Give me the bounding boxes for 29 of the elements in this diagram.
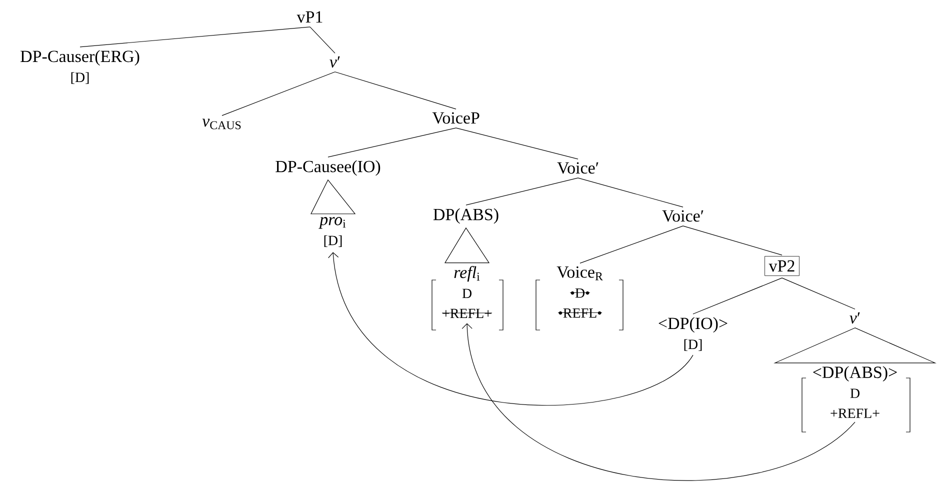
tree-branch [466, 178, 578, 206]
tree-branch [578, 178, 684, 208]
tree-branch [310, 26, 336, 54]
tree-label: Voice′ [557, 162, 598, 174]
movement-arrow [462, 323, 856, 481]
tree-label: DP(ABS) [433, 208, 498, 224]
tree-branch [782, 278, 856, 310]
tree-label: refl$_{i}$ D +REFL+ [442, 266, 492, 318]
tree-label: <DP(ABS)> D +REFL+ [813, 366, 897, 418]
boxed-tree-label: vP2 [764, 256, 800, 276]
tree-label: Voice′ [662, 210, 704, 222]
tree-label: v$_{CAUS}$ [202, 118, 241, 130]
tree-branch [692, 278, 782, 314]
tree-label: DP-Causer(ERG) [D] [20, 50, 140, 84]
tree-branch [334, 72, 456, 110]
tree-branch [222, 72, 336, 116]
tree-label: vP1 [296, 11, 322, 23]
movement-arrow [328, 252, 694, 406]
tree-branch [456, 128, 578, 160]
tree-branch [328, 128, 456, 158]
tree-label: pro$_{i}$ [D] [318, 217, 346, 247]
tree-branch [580, 226, 684, 264]
tree-branch [80, 26, 310, 48]
tree-label: v′ [850, 312, 860, 324]
tree-label: DP-Causee(IO) [276, 160, 380, 176]
tree-label: <DP(IO)> [D] [658, 317, 728, 351]
tree-label: VoiceP [432, 112, 480, 124]
tree-branch [682, 226, 782, 256]
tree-label: v′ [330, 56, 340, 68]
